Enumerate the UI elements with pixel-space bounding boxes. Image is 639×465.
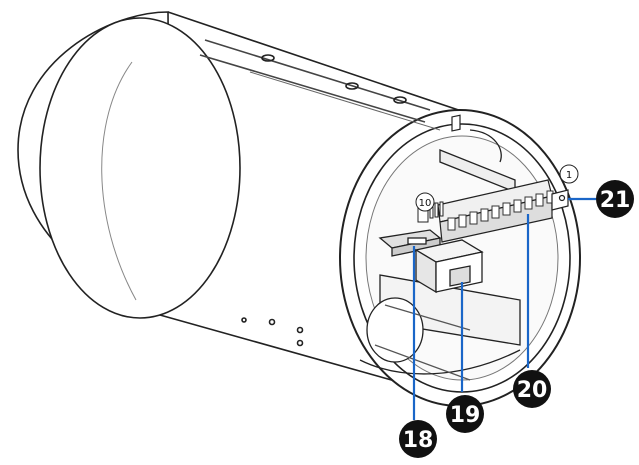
callout-21-text: 21 [600, 188, 631, 213]
callout-19-text: 19 [450, 403, 481, 428]
pin-label-1: 1 [559, 164, 579, 184]
leader-lines [412, 197, 596, 420]
callout-20-text: 20 [517, 378, 548, 403]
pin-header [417, 201, 444, 223]
pin-label-10-text: 10 [419, 198, 432, 209]
sd-card-slot [378, 229, 442, 257]
callout-21: 21 [596, 180, 634, 218]
callout-20: 20 [513, 370, 551, 408]
pin-label-10: 10 [415, 192, 435, 212]
ethernet-jack [414, 239, 484, 294]
callout-18: 18 [399, 420, 437, 458]
callout-18-text: 18 [403, 428, 434, 453]
terminal-block [437, 114, 569, 243]
callout-19: 19 [446, 395, 484, 433]
pin-label-1-text: 1 [566, 170, 572, 181]
